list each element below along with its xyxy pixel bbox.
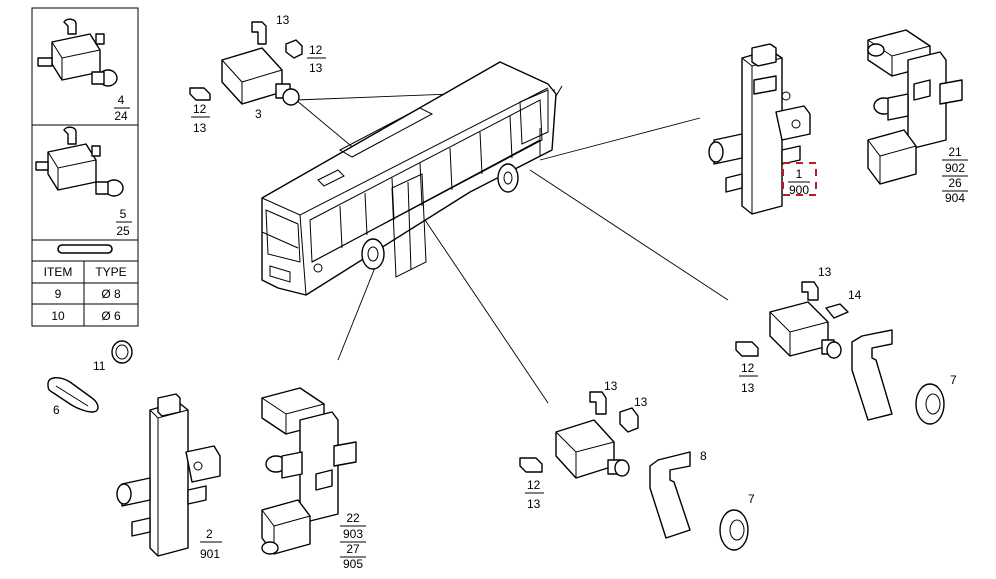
callout-14: 14 (848, 288, 862, 302)
callout-6: 6 (53, 403, 60, 417)
hose-symbol-icon (57, 244, 113, 254)
callout-2: 2 (206, 527, 213, 541)
legend-box: 4 24 5 25 ITEM TYPE 9 Ø 8 10 Ø 6 (31, 7, 139, 327)
callout-7: 7 (950, 373, 957, 387)
table-cell-item: 10 (51, 309, 65, 323)
callout-13: 13 (193, 121, 207, 135)
table-header-type: TYPE (95, 265, 126, 279)
callout-12: 12 (193, 102, 207, 116)
legend-row-2-label: 5 25 (116, 207, 132, 238)
callout-902: 902 (945, 161, 965, 175)
callout-26: 26 (948, 176, 962, 190)
elbow-fitting (519, 391, 639, 473)
table-cell-item: 9 (55, 287, 62, 301)
callout-13: 13 (634, 395, 648, 409)
callout-13: 13 (818, 265, 832, 279)
svg-text:5: 5 (120, 207, 127, 221)
elbow-fitting (735, 281, 849, 357)
svg-text:24: 24 (114, 109, 128, 123)
legend-valve-icon (37, 18, 118, 87)
table-cell-type: Ø 6 (101, 309, 121, 323)
solenoid-valve-bottom (555, 419, 630, 479)
solenoid-valve-top (221, 47, 300, 106)
callout-12: 12 (527, 478, 541, 492)
callout-13: 13 (741, 381, 755, 395)
callout-12: 12 (309, 43, 323, 57)
callout-13: 13 (604, 379, 618, 393)
grommet-ring (915, 383, 945, 425)
valve-block-assembly (261, 387, 357, 555)
callout-13: 13 (276, 13, 290, 27)
callout-7: 7 (748, 492, 755, 506)
callout-905: 905 (343, 557, 363, 571)
mounting-bracket (649, 451, 691, 539)
callout-11: 11 (93, 359, 106, 373)
grommet-ring (719, 509, 749, 551)
callout-13: 13 (309, 61, 323, 75)
callout-21: 21 (948, 145, 962, 159)
cap-part (111, 340, 133, 364)
solenoid-valve-right (769, 301, 842, 359)
highlight-box[interactable] (782, 162, 817, 196)
legend-row-1-label: 4 24 (114, 93, 130, 123)
callout-3: 3 (255, 107, 262, 121)
legend-valve-icon (35, 126, 124, 197)
callout-12: 12 (741, 361, 755, 375)
table-header-item: ITEM (44, 265, 73, 279)
callout-1: 1 (796, 167, 803, 181)
gasket-part (47, 377, 99, 413)
valve-block-assembly (116, 393, 221, 557)
svg-text:4: 4 (118, 93, 125, 107)
callout-22: 22 (346, 511, 360, 525)
elbow-fitting (189, 21, 303, 101)
bus-illustration (261, 61, 563, 296)
callout-901: 901 (200, 547, 220, 561)
valve-block-assembly (867, 29, 963, 185)
callout-900: 900 (789, 183, 809, 197)
valve-block-assembly (708, 43, 811, 215)
mounting-bracket (851, 329, 893, 421)
callout-8: 8 (700, 449, 707, 463)
callout-903: 903 (343, 527, 363, 541)
callout-904: 904 (945, 191, 965, 205)
svg-text:25: 25 (116, 224, 130, 238)
table-cell-type: Ø 8 (101, 287, 121, 301)
callout-13: 13 (527, 497, 541, 511)
callout-27: 27 (346, 542, 360, 556)
